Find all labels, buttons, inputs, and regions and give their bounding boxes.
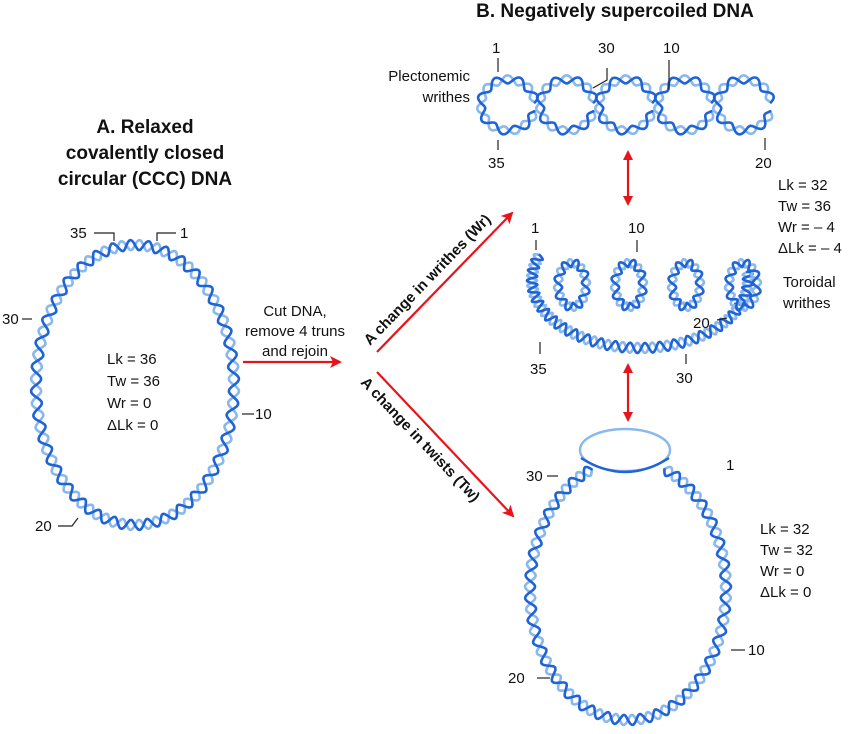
twist-label-1: 1 [726, 457, 734, 474]
panel-a-wr: Wr = 0 [107, 395, 151, 412]
strand-dark [610, 258, 648, 312]
twist-changed-dna: 30 1 10 20 Lk = 32 Tw = 32 Wr = 0 ΔLk = … [508, 427, 813, 727]
plectonemic-label-line-2: writhes [421, 89, 470, 106]
panel-a-title-line-3: circular (CCC) DNA [58, 169, 232, 190]
tick-35 [94, 232, 115, 241]
toroidal-label-line-2: writhes [782, 295, 831, 312]
twist-tw: Tw = 32 [760, 542, 813, 559]
plectonemic-writhes: Plectonemic writhes 1 30 10 35 20 [388, 40, 776, 172]
twist-change-label: A change in twists (Tw) [357, 374, 483, 505]
toroidal-helix [525, 253, 763, 355]
toroid-label-1: 1 [531, 220, 539, 237]
panel-a-delta-lk: ΔLk = 0 [107, 417, 158, 434]
plectonemic-label-line-1: Plectonemic [388, 68, 470, 85]
strand-light [523, 465, 733, 727]
toroid-label-30: 30 [676, 370, 693, 387]
strand-dark [653, 76, 717, 136]
plecto-label-1: 1 [492, 40, 500, 57]
strand-dark [535, 76, 599, 136]
label-20: 20 [35, 518, 52, 535]
twist-label-10: 10 [748, 642, 765, 659]
transition: Cut DNA, remove 4 truns and rejoin A cha… [243, 211, 515, 518]
panel-b: B. Negatively supercoiled DNA Plectonemi… [388, 1, 842, 727]
label-1: 1 [180, 225, 188, 242]
plecto-tick-30 [592, 68, 608, 89]
writhe-delta-lk: ΔLk = – 4 [778, 240, 842, 257]
panel-a-lk: Lk = 36 [107, 351, 157, 368]
strand-dark [476, 76, 540, 136]
writhe-lk: Lk = 32 [778, 177, 828, 194]
strand-dark [525, 253, 755, 355]
writhe-change-arrow [376, 211, 514, 353]
twist-label-30: 30 [526, 468, 543, 485]
twist-lk: Lk = 32 [760, 521, 810, 538]
strand-dark [724, 258, 762, 312]
cut-dna-label-line-2: remove 4 truns [245, 323, 345, 340]
label-35: 35 [70, 225, 87, 242]
cut-dna-label-line-1: Cut DNA, [263, 303, 326, 320]
strand-dark [553, 258, 591, 312]
tick-20 [58, 517, 79, 527]
toroidal-label-line-1: Toroidal [783, 274, 836, 291]
twist-wr: Wr = 0 [760, 563, 804, 580]
twist-change-arrow [376, 371, 515, 518]
writhe-wr: Wr = – 4 [778, 219, 835, 236]
toroid-label-20: 20 [693, 315, 710, 332]
plecto-label-20: 20 [755, 155, 772, 172]
plecto-label-30: 30 [598, 40, 615, 57]
panel-a-tw: Tw = 36 [107, 373, 160, 390]
tick-1 [156, 232, 176, 241]
strand-dark [712, 76, 776, 136]
toroid-label-10: 10 [628, 220, 645, 237]
plecto-label-10: 10 [663, 40, 680, 57]
label-30: 30 [2, 311, 19, 328]
panel-a-title-line-2: covalently closed [66, 143, 224, 164]
relaxed-ccc-dna-helix [29, 238, 241, 532]
toroid-tick-20 [716, 317, 728, 321]
twist-delta-lk: ΔLk = 0 [760, 584, 811, 601]
toroid-label-35: 35 [530, 361, 547, 378]
label-10: 10 [255, 406, 272, 423]
panel-b-title: B. Negatively supercoiled DNA [476, 1, 754, 22]
twist-label-20: 20 [508, 670, 525, 687]
cut-dna-label-line-3: and rejoin [262, 343, 328, 360]
panel-a-title-line-1: A. Relaxed [96, 117, 193, 138]
plectonemic-helix [476, 74, 776, 136]
panel-a: A. Relaxed covalently closed circular (C… [2, 117, 272, 535]
strand-dark [594, 76, 658, 136]
strand-dark [523, 465, 733, 727]
plecto-label-35: 35 [488, 155, 505, 172]
strand-dark [667, 258, 705, 312]
unwound-bubble-strand [580, 456, 670, 474]
strand-dark [29, 238, 241, 532]
twisted-dna-helix [523, 465, 733, 727]
writhe-change-label: A change in writhes (Wr) [361, 211, 495, 349]
writhe-tw: Tw = 36 [778, 198, 831, 215]
toroidal-writhes: Toroidal writhes 1 10 20 35 30 [525, 220, 836, 387]
